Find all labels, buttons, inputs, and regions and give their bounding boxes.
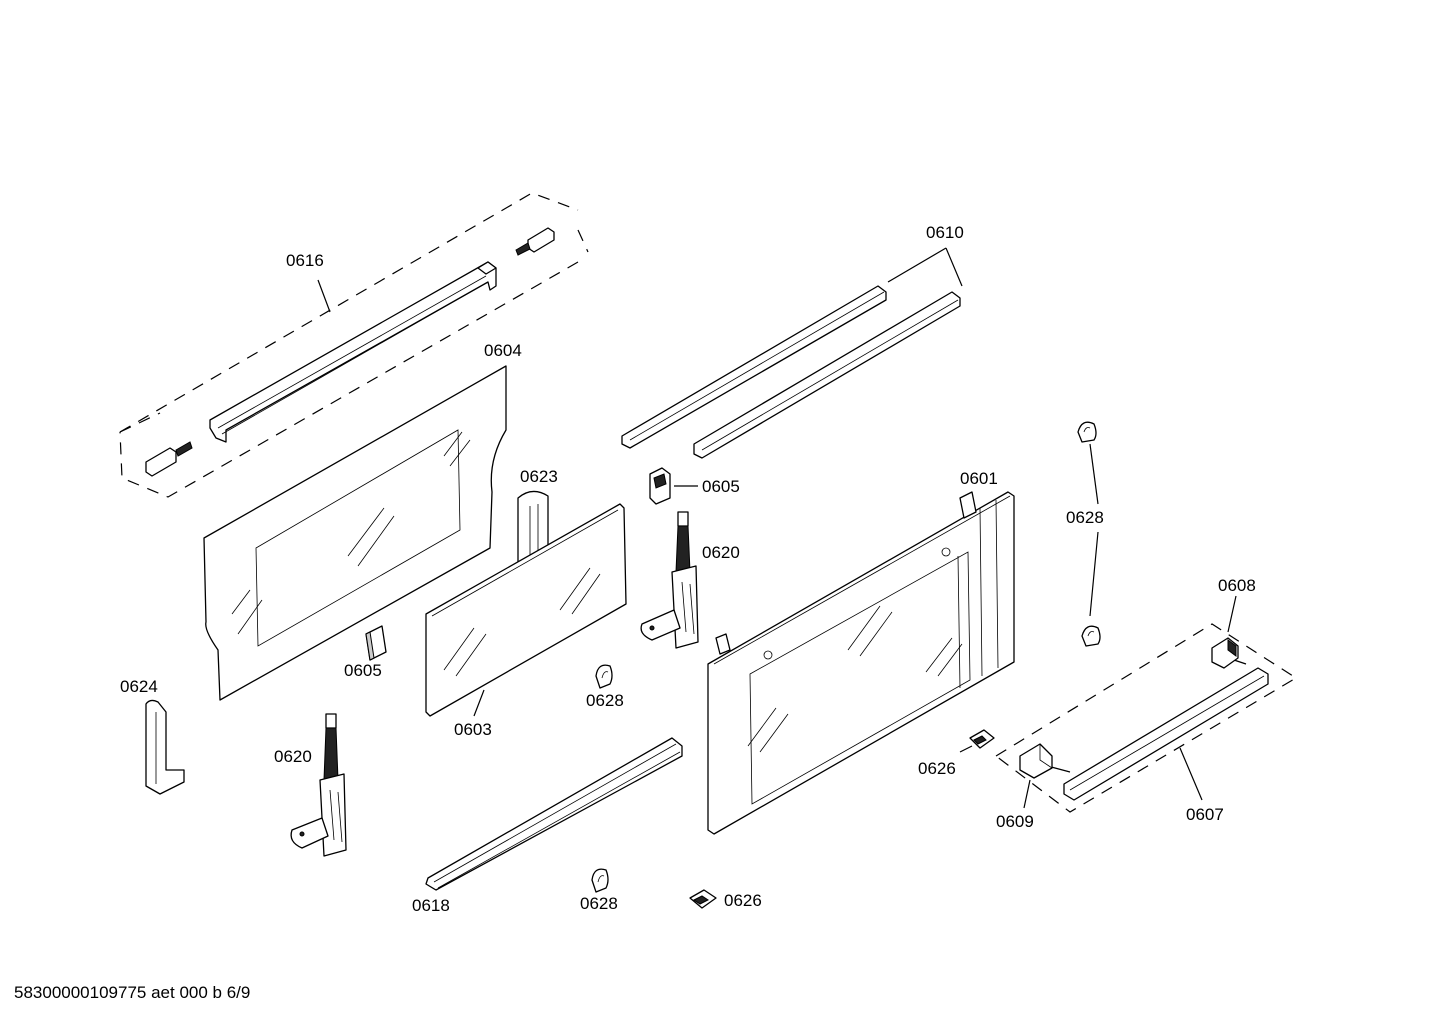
label-0626-upper: 0626 [918,759,956,778]
part-0604-rear-glass: 0604 [203,341,522,701]
pin-left [145,441,193,477]
part-0628-stop-right: 0628 [1066,421,1104,647]
label-0628-bottom: 0628 [580,894,618,913]
label-0604: 0604 [484,341,522,360]
label-0628-center: 0628 [586,691,624,710]
part-0620-hinge-right: 0620 [640,511,740,649]
label-0607: 0607 [1186,805,1224,824]
label-0605-left: 0605 [344,661,382,680]
part-0607-handle-group: 0608 0609 0607 [994,576,1298,831]
part-0626-clip-upper: 0626 [918,729,995,778]
part-0628-stop-bottom: 0628 [580,868,618,913]
pin-right [515,227,555,256]
label-0620-left: 0620 [274,747,312,766]
label-0616: 0616 [286,251,324,270]
label-0605-right: 0605 [702,477,740,496]
label-0608: 0608 [1218,576,1256,595]
part-0603-inner-glass: 0603 [425,503,627,739]
label-0609: 0609 [996,812,1034,831]
label-0623: 0623 [520,467,558,486]
label-0618: 0618 [412,896,450,915]
part-0626-clip-lower: 0626 [689,889,762,910]
part-0620-hinge-left: 0620 [274,713,347,857]
drawing-number-footer: 58300000109775 aet 000 b 6/9 [14,983,250,1002]
label-0601: 0601 [960,469,998,488]
part-0610-seal-strips: 0610 [621,223,964,459]
part-0616-top-rail-group: 0616 [119,192,589,498]
part-0624-bracket: 0624 [120,677,185,795]
part-0605-spacer-left: 0605 [344,625,387,680]
label-0610: 0610 [926,223,964,242]
part-0601-outer-door: 0601 [707,469,1015,835]
label-0624: 0624 [120,677,158,696]
label-0628-right: 0628 [1066,508,1104,527]
part-0628-stop-center: 0628 [586,664,624,710]
part-0618-bottom-trim: 0618 [412,737,683,915]
label-0620-right: 0620 [702,543,740,562]
label-0626-lower: 0626 [724,891,762,910]
label-0603: 0603 [454,720,492,739]
part-0605-clip-right: 0605 [649,467,740,505]
